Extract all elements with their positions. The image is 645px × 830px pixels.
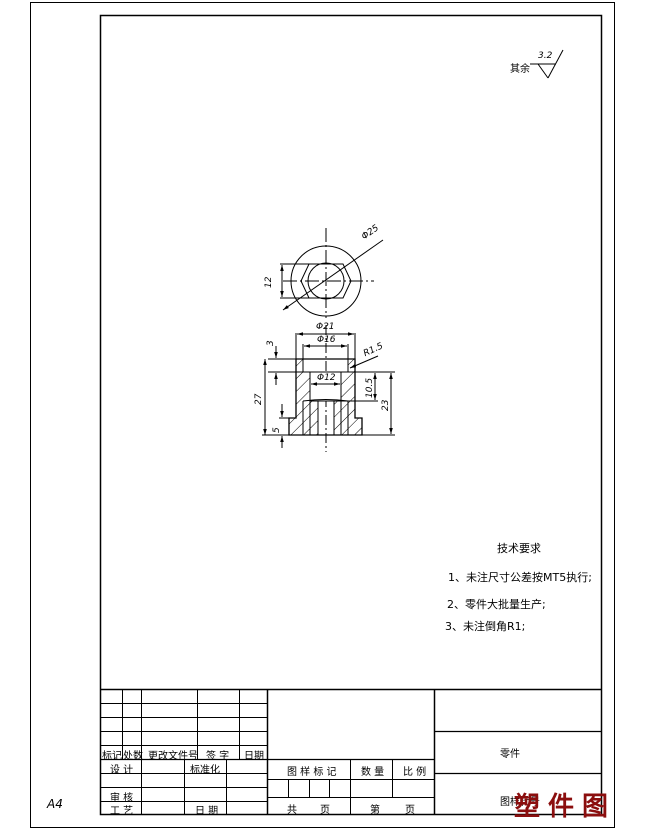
dim-base-5: 5 (272, 427, 282, 433)
tb-date-label: 日 期 (195, 806, 219, 817)
tb-header-date: 日期 (244, 751, 264, 762)
tb-header-signature: 签 字 (206, 751, 230, 762)
outer-border (30, 2, 615, 828)
tech-req-item-3: 3、未注倒角R1; (445, 620, 526, 633)
tb-scale-label: 比 例 (403, 767, 427, 778)
tb-process-label: 工 艺 (110, 806, 134, 817)
tb-drawing-number-label: 图样代号 (500, 797, 540, 808)
tech-req-title: 技术要求 (497, 542, 541, 555)
tb-header-count: 处数 (123, 751, 143, 762)
tb-page-label: 页 (320, 805, 330, 816)
dim-step-3: 3 (266, 340, 276, 346)
dim-body-height-23: 23 (381, 399, 391, 411)
tb-header-change-doc: 更改文件号 (148, 751, 198, 762)
top-view (280, 228, 384, 318)
surface-finish-value: 3.2 (538, 51, 553, 61)
dim-total-height-27: 27 (254, 393, 264, 405)
tech-req-item-2: 2、零件大批量生产; (447, 598, 546, 611)
dim-outer-top-21: Φ21 (316, 322, 335, 332)
watermark-text: 塑件图 (514, 792, 617, 822)
section-view (262, 325, 395, 452)
sheet-size-label: A4 (47, 797, 63, 811)
tb-total-label: 共 (287, 805, 297, 816)
tb-review-label: 审 核 (110, 793, 134, 804)
tb-standardization-label: 标准化 (190, 765, 220, 776)
tb-sheet-label: 第 (370, 805, 380, 816)
tb-part-name: 零件 (500, 749, 520, 760)
inner-frame (99, 14, 603, 816)
dim-inner-top-16: Φ16 (317, 335, 336, 345)
dim-width-12: 12 (264, 276, 274, 288)
tb-drawing-mark-label: 图 样 标 记 (287, 767, 337, 778)
tb-quantity-label: 数 量 (361, 767, 385, 778)
tb-sheet-page-label: 页 (405, 805, 415, 816)
surface-finish-label: 其余 (510, 64, 530, 75)
dim-bore-12: Φ12 (317, 373, 336, 383)
tech-req-item-1: 1、未注尺寸公差按MT5执行; (448, 571, 592, 584)
tb-header-mark: 标记 (102, 751, 122, 762)
surface-finish-symbol (530, 49, 564, 79)
dim-bore-depth-105: 10.5 (365, 377, 375, 398)
tb-design-label: 设 计 (110, 765, 134, 776)
title-block-lines (100, 688, 601, 814)
